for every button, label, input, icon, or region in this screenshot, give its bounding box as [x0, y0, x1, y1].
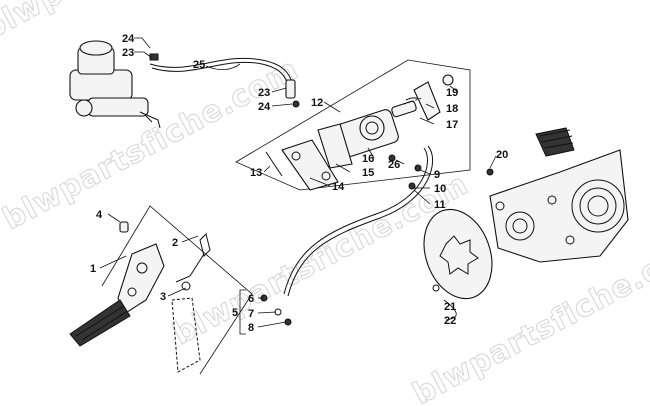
watermark-text: blwpartsfiche.com [0, 0, 284, 47]
lever-group-box [101, 205, 253, 375]
callout-18: 18 [446, 103, 458, 115]
callout-10: 10 [434, 183, 446, 195]
callout-25: 25 [193, 59, 205, 71]
callout-15: 15 [362, 167, 374, 179]
callout-4: 4 [96, 209, 103, 221]
callout-23: 23 [122, 47, 134, 59]
callout-12: 12 [311, 97, 323, 109]
callout-26: 26 [388, 159, 400, 171]
callout-21: 21 [444, 301, 456, 313]
callout-19: 19 [446, 87, 458, 99]
callout-3: 3 [160, 291, 166, 303]
callout-14: 14 [332, 181, 345, 193]
callout-17: 17 [446, 119, 458, 131]
callout-9: 9 [434, 169, 440, 181]
caliper-group-box [235, 59, 471, 191]
callout-8: 8 [248, 322, 254, 334]
callout-16: 16 [362, 153, 374, 165]
brake-disc [423, 208, 493, 300]
callout-24: 24 [122, 33, 135, 45]
callout-24: 24 [258, 101, 271, 113]
callout-6: 6 [248, 293, 254, 305]
gear-case [486, 127, 629, 263]
watermark-text: blwpartsfiche.com [0, 52, 304, 237]
callout-22: 22 [444, 315, 456, 327]
callout-7: 7 [248, 308, 254, 320]
callout-1: 1 [90, 263, 96, 275]
callout-11: 11 [434, 199, 446, 211]
callout-20: 20 [496, 149, 508, 161]
brake-caliper [265, 74, 454, 191]
leader-lines [99, 37, 497, 328]
callout-2: 2 [172, 237, 178, 249]
callout-5: 5 [232, 307, 238, 319]
callout-labels: 24 23 25 23 24 12 19 18 17 13 14 15 16 2… [90, 33, 508, 334]
brake-cable [287, 145, 434, 297]
hand-brake-lever [69, 221, 211, 373]
callout-13: 13 [250, 167, 262, 179]
callout-23: 23 [258, 87, 270, 99]
master-cylinder [69, 40, 161, 129]
brake-hose [149, 57, 294, 87]
